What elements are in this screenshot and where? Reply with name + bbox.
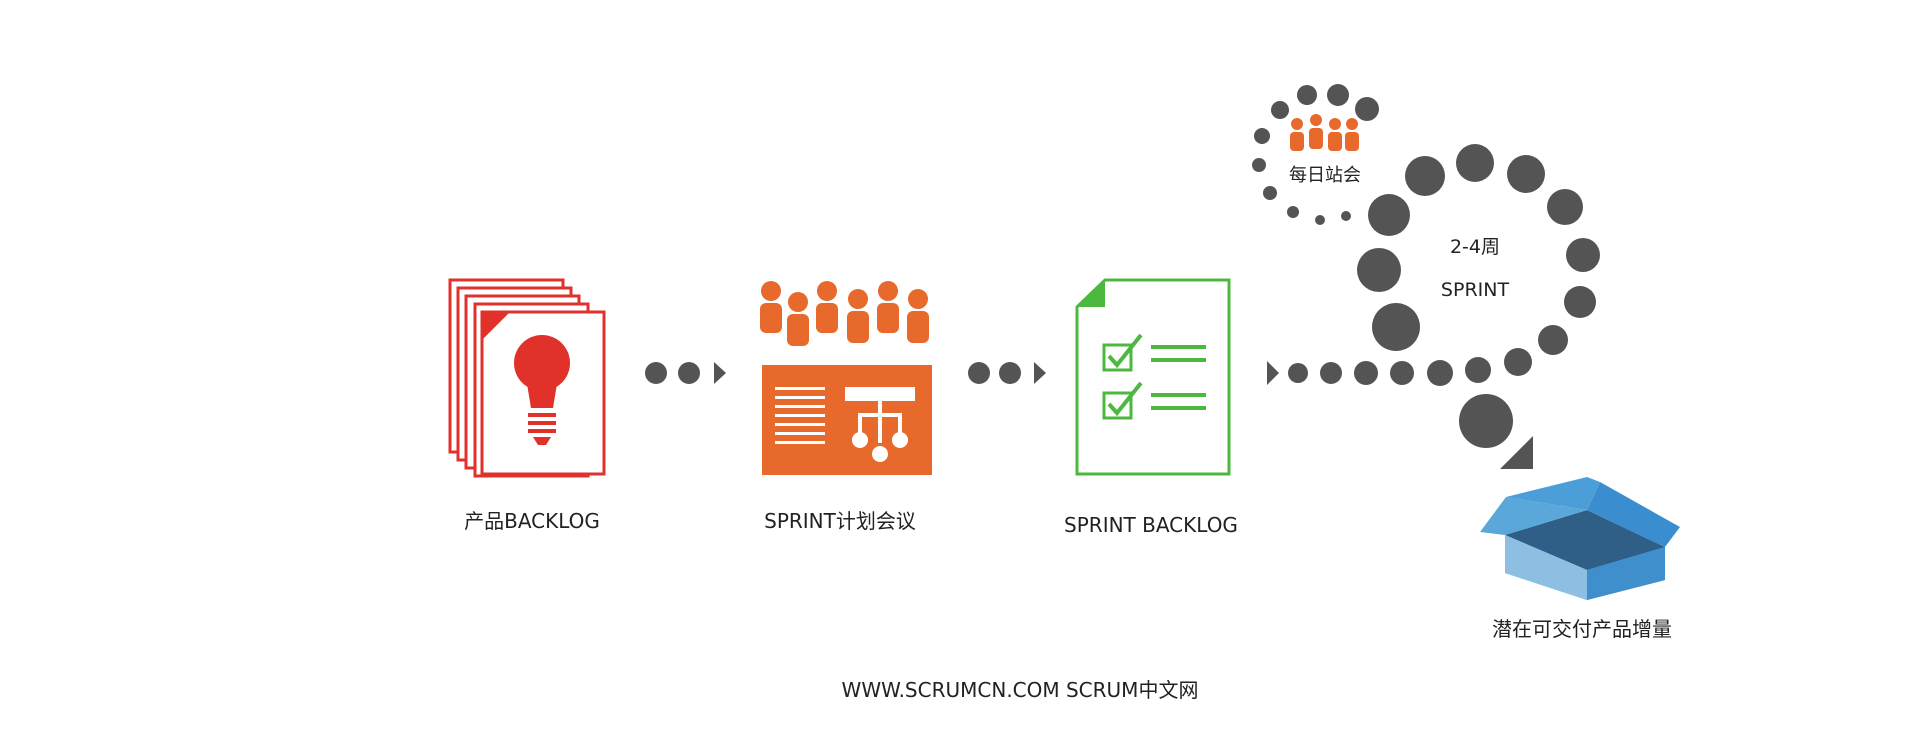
team-icon	[1290, 114, 1359, 151]
open-box-icon	[1480, 477, 1680, 600]
people-row	[760, 281, 929, 346]
stage-label-product-backlog: 产品BACKLOG	[464, 509, 600, 533]
flow-arrow-1	[645, 362, 726, 384]
footer-text: WWW.SCRUMCN.COM SCRUM中文网	[842, 678, 1199, 702]
stage-label-increment: 潜在可交付产品增量	[1492, 617, 1672, 641]
daily-standup-label: 每日站会	[1289, 165, 1361, 186]
checklist-document-icon	[1075, 278, 1231, 476]
planning-meeting-icon	[760, 281, 932, 475]
lightbulb-icon	[514, 335, 570, 445]
stage-label-sprint-planning: SPRINT计划会议	[764, 509, 916, 533]
lightbulb-documents-icon	[448, 278, 606, 478]
sprint-label: SPRINT	[1441, 279, 1510, 301]
sprint-loop	[1267, 144, 1600, 469]
stage-label-sprint-backlog: SPRINT BACKLOG	[1064, 513, 1238, 537]
sprint-duration-label: 2-4周	[1450, 236, 1500, 258]
daily-standup-loop	[1252, 84, 1379, 225]
flow-arrow-2	[968, 362, 1046, 384]
